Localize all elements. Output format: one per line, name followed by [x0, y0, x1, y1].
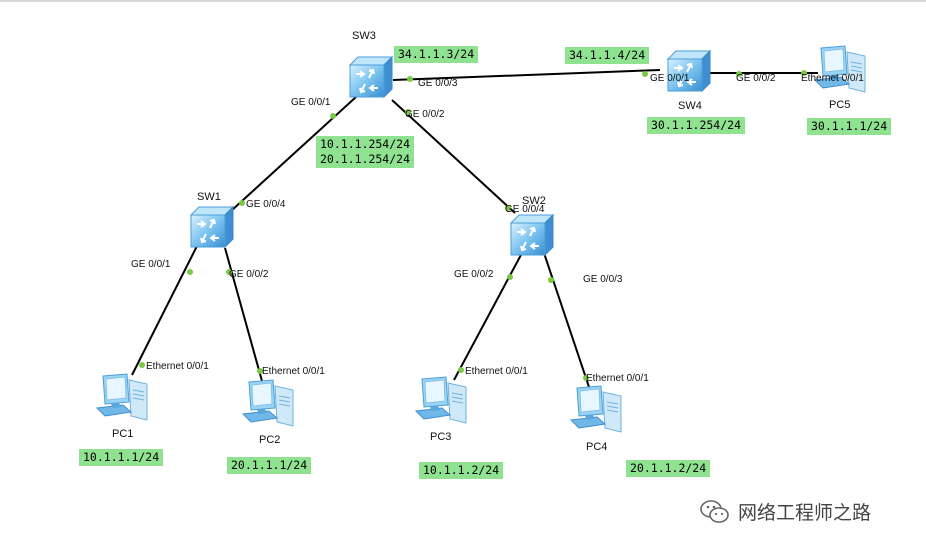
pc4-label: PC4 — [586, 441, 608, 453]
sw4-ge002-port-label: GE 0/0/2 — [736, 73, 776, 84]
link-sw1-pc2 — [224, 247, 263, 382]
sw3-ge002-port-label: GE 0/0/2 — [405, 109, 445, 120]
port-dot — [239, 200, 245, 206]
sw1-label: SW1 — [197, 191, 221, 203]
port-dot — [801, 70, 807, 76]
port-dot — [458, 367, 464, 373]
link-sw3-sw4 — [392, 69, 661, 81]
sw1-switch-icon[interactable] — [190, 206, 234, 248]
watermark: 网络工程师之路 — [700, 498, 871, 525]
sw3-uplink-ip: 34.1.1.3/24 — [394, 46, 479, 63]
pc2-ip: 20.1.1.1/24 — [227, 457, 312, 474]
sw4-uplink-ip: 34.1.1.4/24 — [565, 47, 650, 64]
sw3-ge003-port-label: GE 0/0/3 — [418, 78, 458, 89]
sw2-ge003-port-label: GE 0/0/3 — [583, 274, 623, 285]
top-border — [0, 0, 926, 2]
port-dots — [139, 70, 807, 381]
pc5-ip: 30.1.1.1/24 — [807, 118, 892, 135]
pc2-label: PC2 — [259, 434, 281, 446]
link-sw1-pc1 — [131, 245, 198, 376]
watermark-text: 网络工程师之路 — [738, 503, 872, 524]
sw1-ge001-port-label: GE 0/0/1 — [131, 259, 171, 270]
pc4-ip: 20.1.1.2/24 — [626, 460, 711, 477]
port-dot — [407, 76, 413, 82]
sw4-switch-icon[interactable] — [667, 50, 711, 92]
pc5-computer-icon[interactable] — [814, 45, 866, 93]
port-dot — [583, 375, 589, 381]
port-dot — [257, 368, 263, 374]
sw4-ge001-port-label: GE 0/0/1 — [650, 73, 690, 84]
pc1-ip: 10.1.1.1/24 — [79, 449, 164, 466]
pc2-computer-icon[interactable] — [242, 379, 294, 427]
sw3-ge001-port-label: GE 0/0/1 — [291, 97, 331, 108]
port-dot — [139, 362, 145, 368]
sw3-label: SW3 — [352, 30, 376, 42]
pc3-computer-icon[interactable] — [415, 376, 467, 424]
sw3-switch-icon[interactable] — [349, 56, 393, 98]
sw4-vlan-ip: 30.1.1.254/24 — [647, 117, 746, 134]
port-dot — [330, 113, 336, 119]
pc4-ethernet-port-label: Ethernet 0/0/1 — [586, 373, 649, 384]
port-dot — [405, 109, 411, 115]
port-dot — [548, 277, 554, 283]
wechat-icon — [700, 499, 729, 523]
pc5-ethernet-port-label: Ethernet 0/0/1 — [801, 73, 864, 84]
sw2-switch-icon[interactable] — [510, 214, 554, 256]
pc1-label: PC1 — [112, 428, 134, 440]
link-sw3-sw2 — [391, 99, 516, 214]
sw4-label: SW4 — [678, 100, 702, 112]
pc1-ethernet-port-label: Ethernet 0/0/1 — [146, 361, 209, 372]
sw3-vlanif-ips: 10.1.1.254/24 20.1.1.254/24 — [316, 136, 415, 168]
port-dot — [505, 205, 511, 211]
sw1-ge004-port-label: GE 0/0/4 — [246, 199, 286, 210]
pc3-label: PC3 — [430, 431, 452, 443]
port-dot — [226, 269, 232, 275]
port-dot — [507, 274, 513, 280]
sw2-label: SW2 — [522, 195, 546, 207]
sw2-ge004-port-label: GE 0/0/4 — [505, 204, 545, 215]
sw2-ge002-port-label: GE 0/0/2 — [454, 269, 494, 280]
sw1-ge002-port-label: GE 0/0/2 — [229, 269, 269, 280]
pc4-computer-icon[interactable] — [570, 385, 622, 433]
pc2-ethernet-port-label: Ethernet 0/0/1 — [262, 366, 325, 377]
port-dot — [736, 71, 742, 77]
port-dot — [642, 71, 648, 77]
pc5-label: PC5 — [829, 99, 851, 111]
link-sw2-pc4 — [543, 252, 590, 388]
pc3-ethernet-port-label: Ethernet 0/0/1 — [465, 366, 528, 377]
pc3-ip: 10.1.1.2/24 — [419, 462, 504, 479]
pc1-computer-icon[interactable] — [96, 373, 148, 421]
port-dot — [187, 269, 193, 275]
